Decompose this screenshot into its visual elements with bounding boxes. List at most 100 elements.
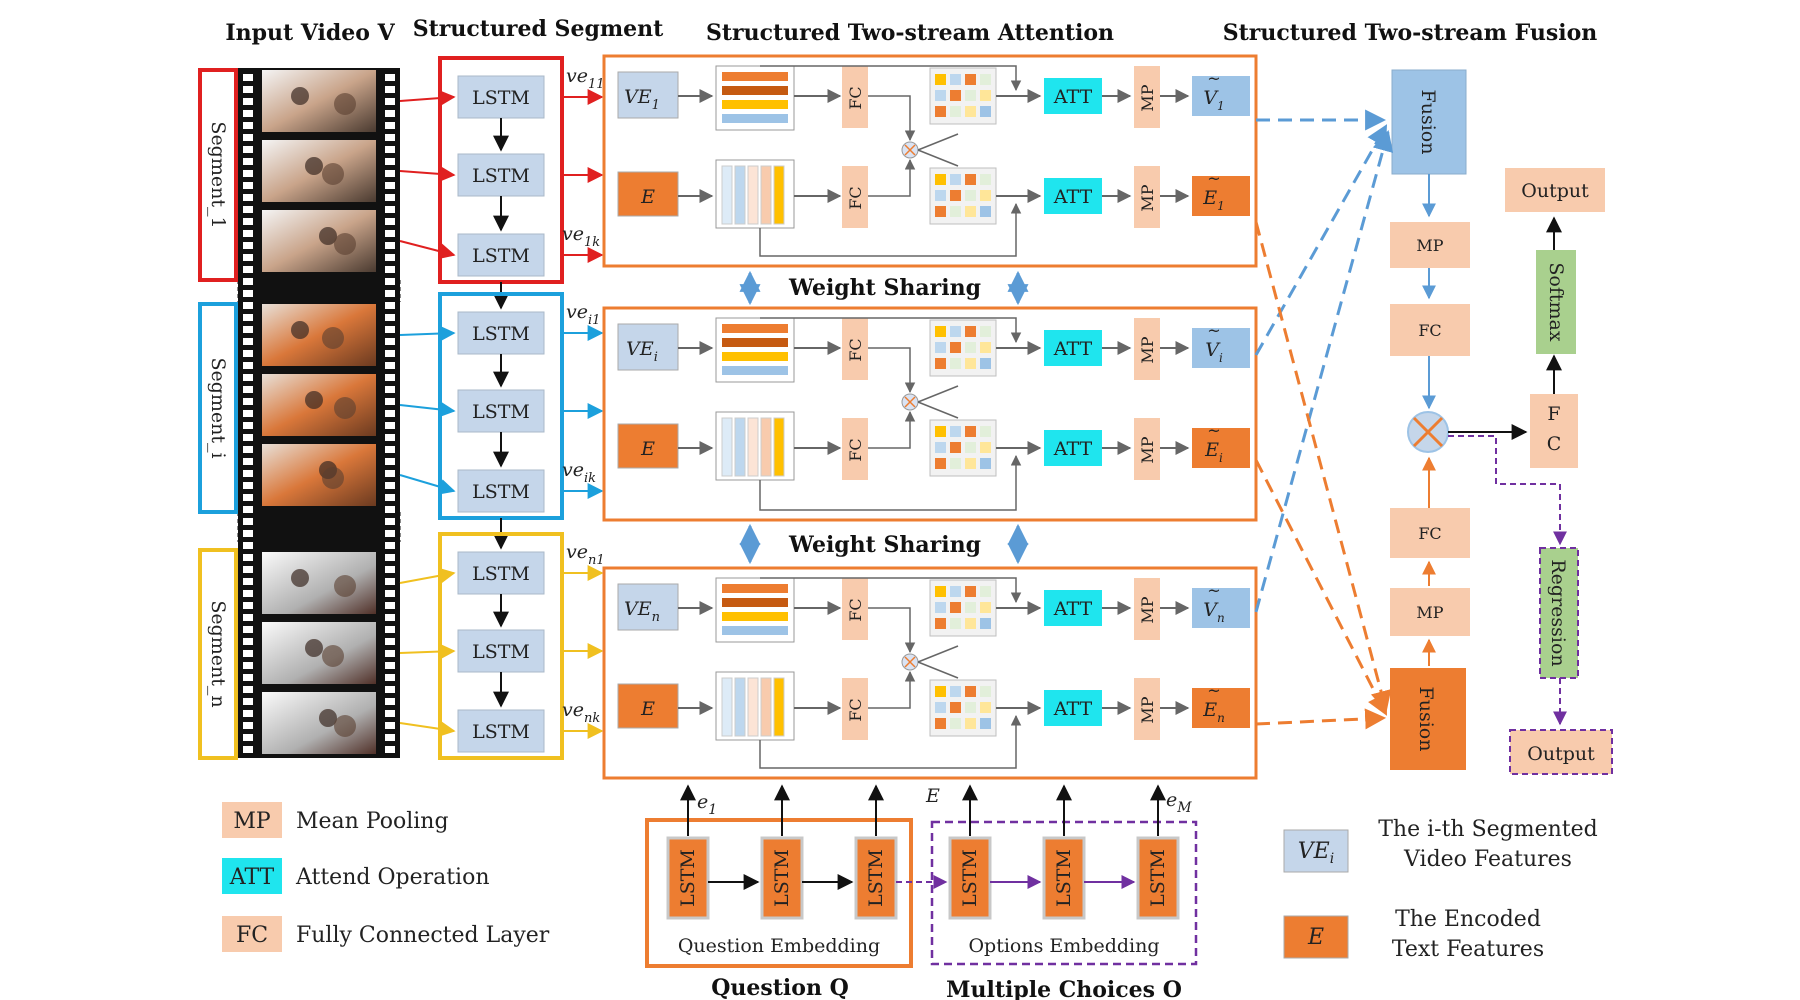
svg-text:MP: MP xyxy=(233,809,271,834)
fc-box xyxy=(842,418,868,480)
svg-text:FC: FC xyxy=(236,923,268,948)
mp-box xyxy=(1134,66,1160,128)
svg-text:e1: e1 xyxy=(697,791,717,818)
svg-text:LSTM: LSTM xyxy=(472,165,530,187)
regression-box xyxy=(1539,547,1579,679)
fc-box xyxy=(842,578,868,640)
svg-text:LSTM: LSTM xyxy=(472,87,530,109)
mp-box xyxy=(1134,418,1160,480)
lstm-cell xyxy=(457,709,545,753)
svg-text:ve11: ve11 xyxy=(566,65,605,92)
header-two-stream-fusion: Structured Two-stream Fusion xyxy=(1223,20,1597,46)
video-frame xyxy=(262,304,376,366)
output-top xyxy=(1505,168,1605,212)
svg-text:Output: Output xyxy=(1527,743,1595,765)
svg-text:E: E xyxy=(1307,925,1324,950)
e-tilde-output xyxy=(1192,428,1250,468)
svg-text:LSTM: LSTM xyxy=(1147,849,1169,907)
svg-text:E: E xyxy=(640,438,655,460)
svg-text:VE1: VE1 xyxy=(624,86,660,113)
svg-text:~: ~ xyxy=(1207,421,1220,440)
svg-text:FC: FC xyxy=(1418,524,1441,543)
embedding-lstm: LSTM xyxy=(666,784,760,920)
fc-box xyxy=(842,318,868,380)
segment-label-n: Segment_n xyxy=(198,548,238,760)
embedding-lstm: LSTM xyxy=(854,784,948,920)
mp-box xyxy=(1134,318,1160,380)
svg-text:LSTM: LSTM xyxy=(472,481,530,503)
fc-bottom xyxy=(1390,508,1470,558)
svg-text:ATT: ATT xyxy=(229,865,275,890)
question-embedding: Question Embedding xyxy=(645,818,913,968)
svg-text:Mean Pooling: Mean Pooling xyxy=(296,809,449,834)
video-frame xyxy=(262,210,376,272)
v-tilde-output xyxy=(1192,588,1250,628)
svg-text:Ei: Ei xyxy=(1204,439,1223,465)
att-box xyxy=(1044,330,1102,366)
lstm-cell xyxy=(457,629,545,673)
svg-text:Fully Connected Layer: Fully Connected Layer xyxy=(296,923,550,948)
segment-label-i: Segment_i xyxy=(198,302,238,514)
video-frame xyxy=(262,444,376,506)
svg-text:LSTM: LSTM xyxy=(472,641,530,663)
svg-text:LSTM: LSTM xyxy=(472,721,530,743)
embedding-lstm: LSTM xyxy=(1042,784,1136,920)
embedding-labels: e1 E eM xyxy=(697,785,1192,818)
fc-box xyxy=(842,678,868,740)
svg-text:FC: FC xyxy=(846,86,865,109)
svg-text:E: E xyxy=(640,698,655,720)
svg-text:LSTM: LSTM xyxy=(959,849,981,907)
svg-text:LSTM: LSTM xyxy=(472,245,530,267)
svg-text:~: ~ xyxy=(1207,581,1220,600)
svg-text:VEi: VEi xyxy=(1298,839,1334,867)
svg-text:Question Embedding: Question Embedding xyxy=(678,935,880,957)
question-q-label: Question Q xyxy=(711,975,849,1000)
fusion-connections xyxy=(1254,109,1394,730)
svg-text:Vn: Vn xyxy=(1203,599,1224,625)
svg-text:Fusion: Fusion xyxy=(1417,90,1439,155)
svg-text:~: ~ xyxy=(1207,681,1220,700)
svg-text:LSTM: LSTM xyxy=(472,401,530,423)
weight-sharing-1: Weight Sharing xyxy=(739,270,1029,306)
svg-text:LSTM: LSTM xyxy=(472,323,530,345)
svg-text:Text Features: Text Features xyxy=(1392,937,1544,962)
video-fusion-box xyxy=(1391,69,1467,175)
svg-text:ATT: ATT xyxy=(1053,338,1093,360)
e-tilde-output xyxy=(1192,176,1250,216)
svg-text:The i-th Segmented: The i-th Segmented xyxy=(1378,817,1598,842)
legend-e-key xyxy=(1283,915,1349,959)
fc-box xyxy=(842,66,868,128)
svg-text:eM: eM xyxy=(1166,789,1192,816)
svg-text:LSTM: LSTM xyxy=(677,849,699,907)
multiple-choices-label: Multiple Choices O xyxy=(946,977,1182,1000)
svg-text:~: ~ xyxy=(1207,321,1220,340)
v-tilde-output xyxy=(1192,328,1250,368)
legend: MP Mean Pooling ATT Attend Operation FC … xyxy=(222,802,1598,962)
att-box xyxy=(1044,430,1102,466)
mp-box xyxy=(1134,166,1160,228)
svg-text:Output: Output xyxy=(1521,180,1589,202)
svg-text:ATT: ATT xyxy=(1053,698,1093,720)
video-frame xyxy=(262,692,376,754)
fc-final xyxy=(1530,394,1578,468)
film-strip xyxy=(237,68,401,758)
svg-text:FC: FC xyxy=(1418,321,1441,340)
att-box xyxy=(1044,690,1102,726)
svg-text:~: ~ xyxy=(1207,169,1220,188)
att-box xyxy=(1044,178,1102,214)
lstm-cell xyxy=(457,469,545,513)
svg-text:venk: venk xyxy=(562,699,600,726)
svg-text:MP: MP xyxy=(1138,696,1157,723)
svg-text:MP: MP xyxy=(1416,603,1443,622)
svg-text:LSTM: LSTM xyxy=(1053,849,1075,907)
svg-text:ATT: ATT xyxy=(1053,186,1093,208)
svg-text:FC: FC xyxy=(846,698,865,721)
fc-box xyxy=(842,166,868,228)
video-frame xyxy=(262,70,376,132)
svg-text:MP: MP xyxy=(1138,596,1157,623)
